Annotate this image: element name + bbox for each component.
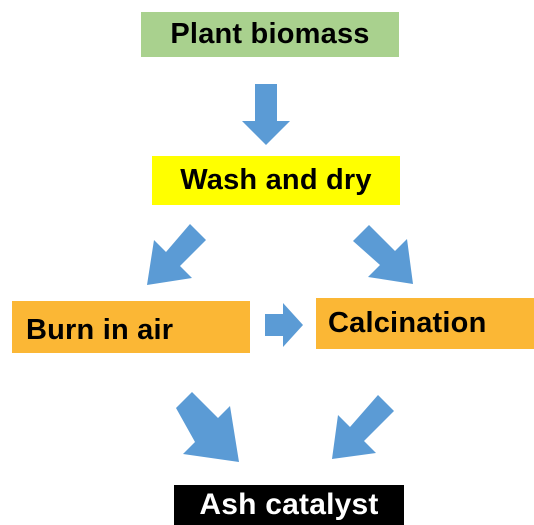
node-ash-catalyst: Ash catalyst — [174, 485, 404, 525]
node-calcination: Calcination — [316, 298, 534, 349]
node-plant-biomass: Plant biomass — [141, 12, 399, 57]
arrow-wash-to-burn — [147, 224, 206, 285]
node-burn-in-air: Burn in air — [12, 301, 250, 353]
arrow-biomass-to-wash — [242, 84, 290, 145]
arrow-wash-to-calcination — [353, 225, 413, 284]
arrow-calcination-to-ash — [332, 395, 394, 459]
arrow-burn-to-ash — [176, 392, 239, 462]
arrow-burn-to-calcination — [265, 303, 303, 347]
node-wash-and-dry: Wash and dry — [152, 156, 400, 205]
